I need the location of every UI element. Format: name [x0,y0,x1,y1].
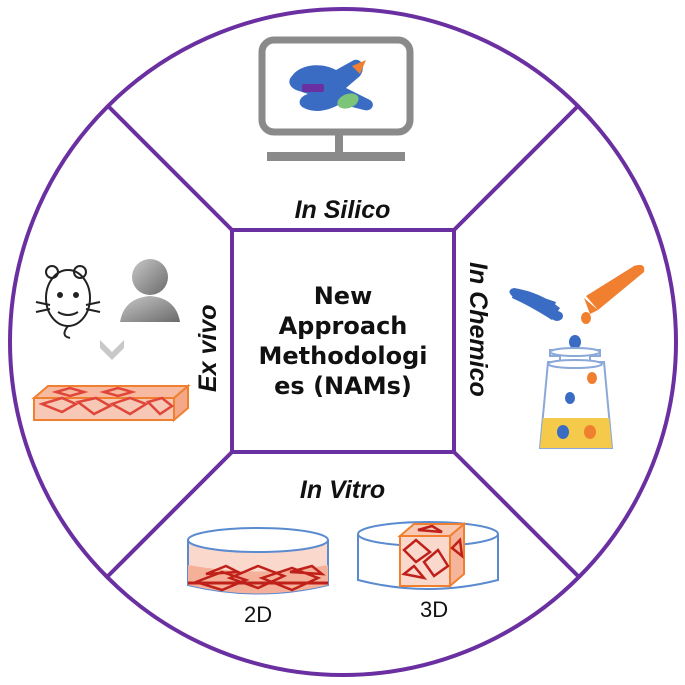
computer-monitor-icon [258,36,414,161]
tissue-slab-icon [31,383,191,423]
mouse-icon [35,265,101,339]
human-silhouette-icon [120,259,180,322]
divider-top-right [452,103,581,232]
label-in-vitro: In Vitro [299,476,386,504]
label-in-silico: In Silico [294,196,391,224]
center-title: New Approach Methodologi es (NAMs) [232,230,454,452]
petri-dish-3d-icon [357,521,499,590]
label-in-chemico: In Chemico [464,262,492,397]
label-2d: 2D [244,602,273,627]
flask-icon [538,335,614,449]
outer-ring [8,7,678,677]
center-title-line-2: Approach [278,312,408,340]
label-3d: 3D [420,597,449,622]
center-title-line-3: Methodologi [258,342,428,370]
center-square [230,228,456,454]
label-ex-vivo: Ex vivo [194,304,222,392]
chevron-down-icon [100,340,124,360]
test-tube-icon [509,264,645,324]
center-title-line-1: New [313,282,373,310]
divider-bottom-right [452,450,581,579]
divider-top-left [105,103,234,232]
petri-dish-2d-icon [187,527,329,595]
center-title-line-4: es (NAMs) [274,372,412,400]
divider-bottom-left [105,450,234,579]
